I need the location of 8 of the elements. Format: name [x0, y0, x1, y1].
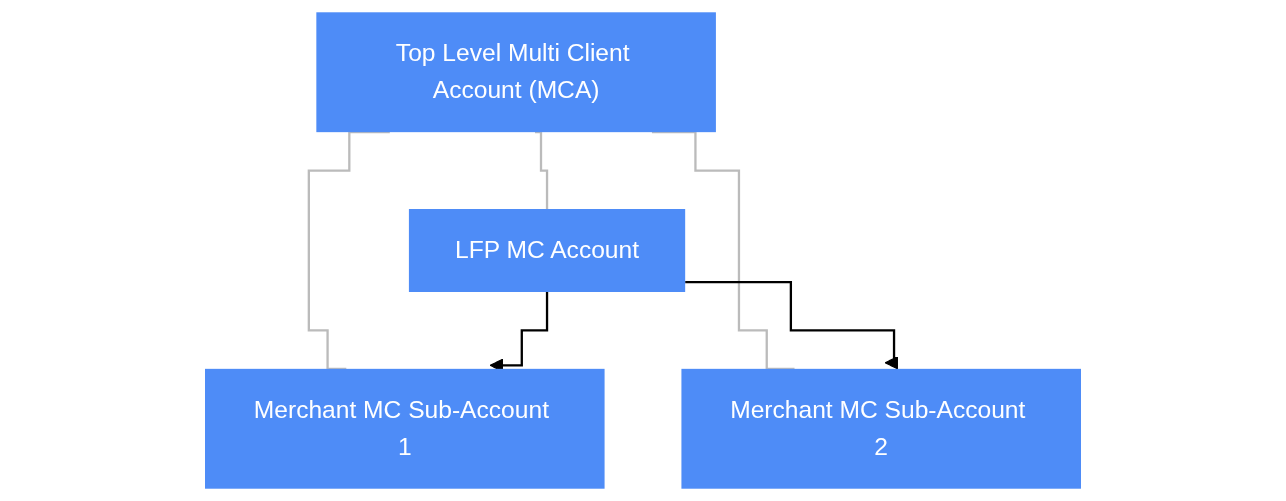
node-box: Merchant MC Sub-Account 1 [205, 368, 605, 489]
node-box: Top Level Multi Client Account (MCA) [316, 12, 716, 133]
node-box: Merchant MC Sub-Account 2 [681, 368, 1081, 489]
node-box: LFP MC Account [408, 209, 686, 292]
arrow [685, 280, 899, 370]
connector [534, 131, 549, 211]
connector [307, 131, 390, 370]
connector [651, 131, 795, 370]
